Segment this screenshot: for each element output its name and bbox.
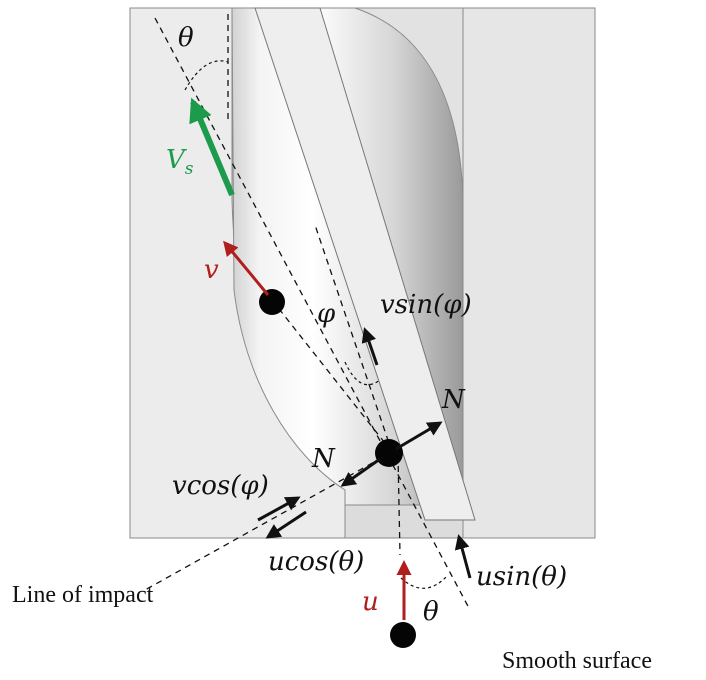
vs-base: V — [166, 145, 187, 175]
vsin-phi-label: vsin(φ) — [380, 290, 472, 320]
vsin-phi-arrow — [361, 327, 379, 366]
vcos-phi-arrow — [257, 496, 301, 522]
vs-arrow — [189, 97, 235, 197]
angle-arcs — [184, 60, 449, 589]
line-of-impact-label: Line of impact — [12, 582, 154, 608]
ucos-theta-arrow — [265, 510, 307, 539]
v-arrow — [223, 240, 270, 296]
solid-body — [129, 7, 596, 539]
ball-contact — [375, 439, 403, 467]
phi-label: φ — [317, 299, 336, 329]
ball-incoming — [390, 622, 416, 648]
incoming-direction-dashed — [397, 454, 401, 556]
vs-label: Vs — [166, 145, 194, 179]
n-lower-arrow — [340, 457, 381, 487]
ucos-theta-label: ucos(θ) — [268, 547, 364, 577]
u-label: u — [362, 587, 379, 617]
inclined-strip — [254, 7, 476, 521]
smooth-surface-label: Smooth surface — [502, 648, 652, 674]
n-upper-label: N — [441, 385, 466, 415]
n-upper-arrow — [395, 421, 443, 451]
n-lower-label: N — [311, 444, 336, 474]
phi-arc — [344, 361, 381, 386]
theta-top-label: θ — [178, 23, 194, 53]
ball-rebound — [259, 289, 285, 315]
normal-through-contact — [314, 224, 393, 453]
usin-theta-label: usin(θ) — [476, 562, 567, 592]
right-band — [462, 7, 596, 539]
theta-bottom-label: θ — [423, 597, 439, 627]
theta-arc-top — [184, 60, 229, 91]
v-label: v — [204, 255, 219, 285]
vcos-phi-label: vcos(φ) — [172, 471, 269, 501]
vs-subscript: s — [185, 159, 194, 179]
usin-theta-arrow — [454, 534, 472, 579]
theta-arc-bottom — [400, 574, 449, 589]
